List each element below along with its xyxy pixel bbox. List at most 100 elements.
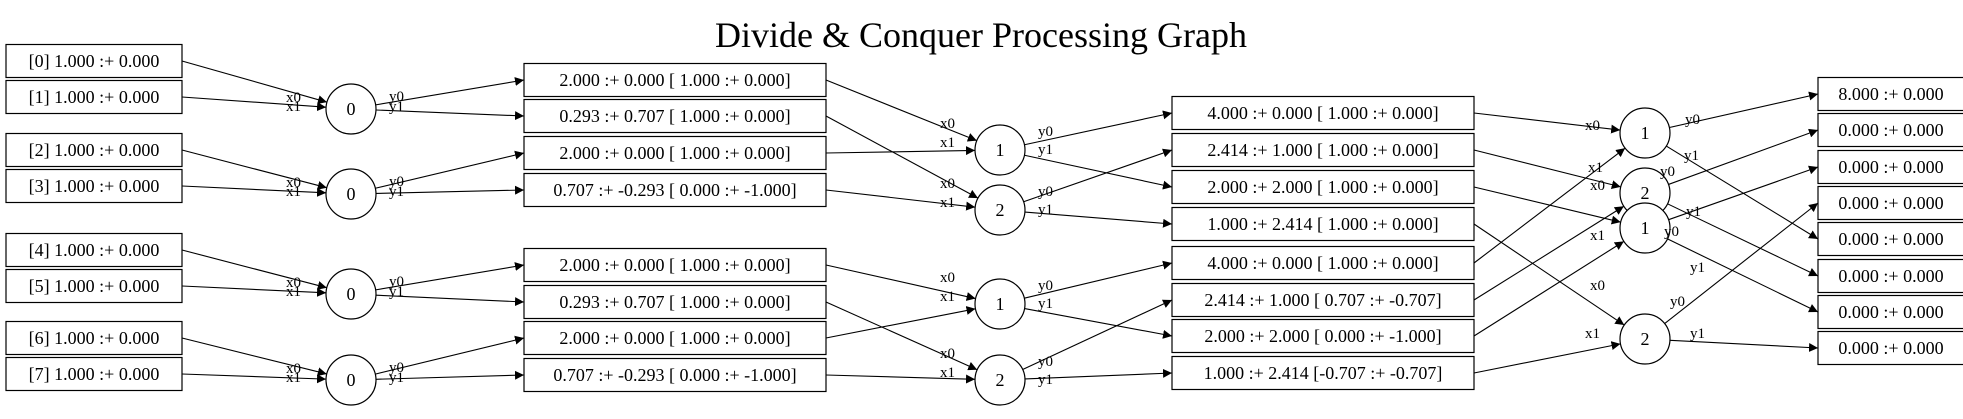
input-box-label: [4] 1.000 :+ 0.000 [29, 240, 160, 260]
output-box: 8.000 :+ 0.000 [1817, 76, 1963, 112]
stage1-box: 0.293 :+ 0.707 [ 1.000 :+ 0.000] [523, 98, 827, 134]
edge-label-y1: y1 [1690, 260, 1705, 276]
edge-label-x1: x1 [286, 184, 301, 200]
edge-arrow [1024, 110, 1173, 146]
butterfly-node-label: 2 [996, 200, 1005, 220]
stage2-box: 1.000 :+ 2.414 [-0.707 :+ -0.707] [1171, 355, 1475, 391]
stage2-box: 2.000 :+ 2.000 [ 0.000 :+ -1.000] [1171, 318, 1475, 354]
edge-label-x0: x0 [286, 175, 301, 191]
edge-arrow [1473, 223, 1625, 326]
edge-arrow [825, 306, 976, 339]
edge-label-y0: y0 [1038, 124, 1053, 140]
edge-label-x1: x1 [940, 289, 955, 305]
edge-arrow [825, 146, 976, 156]
output-box: 0.000 :+ 0.000 [1817, 294, 1963, 330]
edge-arrow [375, 185, 525, 195]
graph-title: Divide & Conquer Processing Graph [715, 15, 1247, 55]
stage1-box-label: 2.000 :+ 0.000 [ 1.000 :+ 0.000] [559, 143, 790, 163]
stage2-box: 4.000 :+ 0.000 [ 1.000 :+ 0.000] [1171, 95, 1475, 131]
edge-arrow [1473, 186, 1621, 225]
butterfly-node: 2 [1619, 313, 1671, 365]
edge-label-y0: y0 [389, 274, 404, 290]
butterfly-node-label: 1 [996, 294, 1005, 314]
edge-arrow [1473, 149, 1621, 190]
butterfly-node: 0 [325, 168, 377, 220]
edge-arrow [1667, 203, 1819, 277]
stage1-box: 2.000 :+ 0.000 [ 1.000 :+ 0.000] [523, 320, 827, 356]
stage2-box: 2.000 :+ 2.000 [ 1.000 :+ 0.000] [1171, 169, 1475, 205]
stage2-box: 4.000 :+ 0.000 [ 1.000 :+ 0.000] [1171, 245, 1475, 281]
edge-label-x0: x0 [286, 361, 301, 377]
edge-label-x0: x0 [286, 90, 301, 106]
edge-label-x0: x0 [940, 270, 955, 286]
edge-arrow [375, 370, 525, 380]
edge-arrow [825, 115, 979, 199]
edge-label-y1: y1 [1684, 148, 1699, 164]
edge-label-y0: y0 [389, 89, 404, 105]
edge-label-x1: x1 [286, 99, 301, 115]
output-box: 0.000 :+ 0.000 [1817, 258, 1963, 294]
edge-label-x1: x1 [1585, 326, 1600, 342]
edge-label-x1: x1 [1588, 160, 1603, 176]
stage2-box-label: 2.414 :+ 1.000 [ 0.707 :+ -0.707] [1204, 290, 1441, 310]
edge-label-x1: x1 [286, 284, 301, 300]
stage2-box: 1.000 :+ 2.414 [ 1.000 :+ 0.000] [1171, 206, 1475, 242]
input-box: [5] 1.000 :+ 0.000 [5, 268, 183, 304]
edge-arrow [1473, 341, 1621, 374]
edge-arrow [825, 301, 978, 371]
output-box-label: 0.000 :+ 0.000 [1838, 302, 1943, 322]
edge-arrow [375, 77, 525, 106]
edge-arrow [181, 185, 327, 197]
input-box-label: [5] 1.000 :+ 0.000 [29, 276, 160, 296]
input-box: [4] 1.000 :+ 0.000 [5, 232, 183, 268]
butterfly-node-label: 1 [1641, 218, 1650, 238]
edge-label-y0: y0 [389, 174, 404, 190]
stage1-box: 2.000 :+ 0.000 [ 1.000 :+ 0.000] [523, 62, 827, 98]
input-box-label: [0] 1.000 :+ 0.000 [29, 51, 160, 71]
edge-label-y1: y1 [389, 370, 404, 386]
edge-arrow [1664, 202, 1819, 324]
output-box-label: 0.000 :+ 0.000 [1838, 193, 1943, 213]
edge-label-y1: y1 [1686, 204, 1701, 220]
stage2-box-label: 2.414 :+ 1.000 [ 1.000 :+ 0.000] [1207, 140, 1438, 160]
edge-label-x0: x0 [940, 176, 955, 192]
edge-label-y0: y0 [1038, 278, 1053, 294]
edge-arrow [1473, 240, 1625, 337]
edge-arrow [181, 149, 327, 190]
edge-arrow [181, 285, 327, 297]
stage2-box-label: 2.000 :+ 2.000 [ 0.000 :+ -1.000] [1204, 326, 1441, 346]
edge-label-y1: y1 [1038, 296, 1053, 312]
output-box-label: 0.000 :+ 0.000 [1838, 338, 1943, 358]
edge-arrow [825, 374, 976, 384]
output-box: 0.000 :+ 0.000 [1817, 149, 1963, 185]
edge-arrow [181, 249, 327, 290]
output-box-label: 0.000 :+ 0.000 [1838, 266, 1943, 286]
edge-arrow [1669, 91, 1819, 129]
edge-label-y1: y1 [389, 284, 404, 300]
edge-label-y0: y0 [1038, 184, 1053, 200]
stage1-box-label: 2.000 :+ 0.000 [ 1.000 :+ 0.000] [559, 328, 790, 348]
butterfly-node-label: 0 [347, 184, 356, 204]
butterfly-node-label: 0 [347, 99, 356, 119]
stage2-box-label: 1.000 :+ 2.414 [ 1.000 :+ 0.000] [1207, 214, 1438, 234]
stage1-box: 0.707 :+ -0.293 [ 0.000 :+ -1.000] [523, 172, 827, 208]
edge-arrow [181, 337, 327, 377]
stage1-box: 2.000 :+ 0.000 [ 1.000 :+ 0.000] [523, 135, 827, 171]
edge-label-x0: x0 [1590, 278, 1605, 294]
stage1-box: 0.707 :+ -0.293 [ 0.000 :+ -1.000] [523, 357, 827, 393]
edge-label-y0: y0 [1660, 164, 1675, 180]
edge-label-y0: y0 [1038, 354, 1053, 370]
edge-label-y0: y0 [389, 360, 404, 376]
stage2-box-label: 4.000 :+ 0.000 [ 1.000 :+ 0.000] [1207, 253, 1438, 273]
output-box: 0.000 :+ 0.000 [1817, 330, 1963, 366]
edge-arrow [1473, 205, 1625, 301]
butterfly-node-label: 2 [1641, 183, 1650, 203]
input-box-label: [3] 1.000 :+ 0.000 [29, 176, 160, 196]
butterfly-node-label: 1 [996, 140, 1005, 160]
output-box-label: 0.000 :+ 0.000 [1838, 229, 1943, 249]
edge-layer [181, 60, 1819, 384]
edge-arrow [1024, 260, 1173, 299]
edge-arrow [181, 96, 327, 112]
stage2-box: 2.414 :+ 1.000 [ 1.000 :+ 0.000] [1171, 132, 1475, 168]
